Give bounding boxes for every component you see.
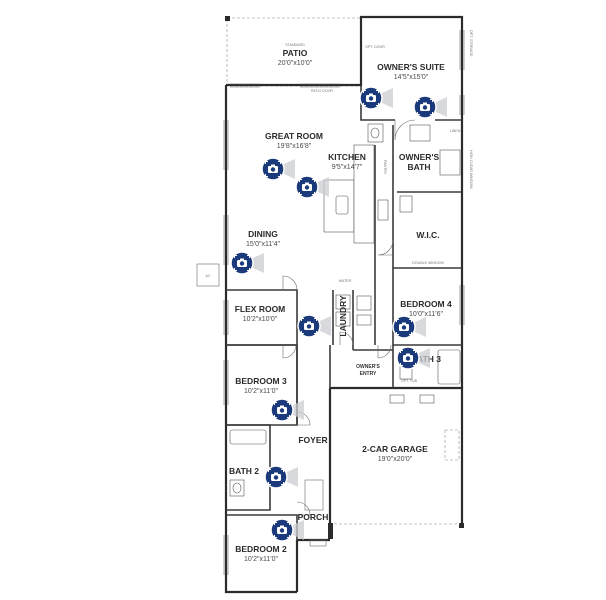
kitchen-dim: 9'5"x14'7" (332, 164, 363, 171)
camera-marker-bath-2[interactable] (264, 465, 298, 489)
camera-glyph-top (305, 182, 309, 185)
opt-door-label: OPT. DOOR (365, 45, 385, 49)
owners-entry-name-1: OWNER'S (356, 364, 380, 370)
double-window-label: DOUBLE WINDOW (412, 261, 444, 265)
garage-dim: 19'0"x20'0" (378, 456, 413, 463)
room-labels: STANDARD PATIO 20'0"x10'0" OWNER'S SUITE… (229, 43, 452, 563)
owners-bath-name-2: BATH (408, 162, 431, 172)
camera-glyph-lens (405, 356, 411, 361)
camera-marker-owners-suite[interactable] (359, 86, 393, 110)
camera-glyph-lens (273, 475, 279, 480)
bedroom-3-name: BEDROOM 3 (235, 376, 287, 386)
owners-bath-name-1: OWNER'S (399, 152, 440, 162)
camera-marker-owners-bath[interactable] (413, 95, 447, 119)
pantry-label: PANTRY (383, 160, 387, 175)
camera-glyph-top (240, 258, 244, 261)
camera-glyph-top (307, 321, 311, 324)
fixtures (196, 123, 461, 497)
camera-glyph-lens (239, 261, 245, 266)
foyer-name: FOYER (298, 435, 327, 445)
camera-glyph-top (274, 472, 278, 475)
camera-marker-great-room[interactable] (261, 157, 295, 181)
camera-glyph-brackets (274, 402, 290, 418)
flex-room-dim: 10'2"x10'0" (243, 316, 278, 323)
camera-marker-bedroom-3[interactable] (270, 398, 304, 422)
camera-glyph-brackets (299, 179, 315, 195)
owners-suite-dim: 14'5"x15'0" (394, 74, 429, 81)
camera-glyph-top (280, 405, 284, 408)
kitchen-name: KITCHEN (328, 152, 366, 162)
opt-tub-label: OPT. TUB (401, 379, 418, 383)
camera-glyph-top (369, 93, 373, 96)
windows (223, 30, 465, 575)
ac-label: AC (206, 274, 211, 278)
camera-glyph-top (402, 322, 406, 325)
camera-glyph-top (406, 353, 410, 356)
camera-glyph-lens (304, 185, 310, 190)
high-clear-window-label: HIGH CLEAR WINDOW (469, 150, 473, 189)
camera-marker-bedroom-2[interactable] (270, 518, 304, 542)
flex-room-name: FLEX ROOM (235, 304, 286, 314)
camera-glyph-top (423, 102, 427, 105)
camera-glyph-brackets (268, 469, 284, 485)
camera-marker-bedroom-4[interactable] (392, 315, 426, 339)
camera-glyph-brackets (396, 319, 412, 335)
camera-glyph-brackets (265, 161, 281, 177)
camera-glyph-brackets (363, 90, 379, 106)
dining-dim: 15'0"x11'4" (246, 241, 280, 248)
bedroom-3-dim: 10'2"x11'0" (244, 388, 278, 395)
owners-entry-name-2: ENTRY (360, 371, 377, 377)
camera-glyph-top (271, 164, 275, 167)
camera-glyph-brackets (301, 318, 317, 334)
water-label: WATER (339, 279, 352, 283)
camera-glyph-brackets (274, 522, 290, 538)
camera-glyph-brackets (417, 99, 433, 115)
camera-marker-dining[interactable] (230, 251, 264, 275)
patio-name: PATIO (283, 48, 308, 58)
camera-glyph-top (280, 525, 284, 528)
linen-label: LINEN (450, 129, 461, 133)
camera-marker-flex-room[interactable] (297, 314, 331, 338)
opt-storage-label: OPT. STORAGE (469, 30, 473, 57)
doors (282, 119, 416, 547)
dining-name: DINING (248, 229, 278, 239)
patio-door-label: PATIO DOOR (311, 89, 333, 93)
great-room-name: GREAT ROOM (265, 131, 323, 141)
bath-2-name: BATH 2 (229, 466, 259, 476)
camera-glyph-lens (401, 325, 407, 330)
camera-markers (230, 86, 447, 542)
annotations: PATIO DOOR AC WATER LINEN PANTRY OPT. DO… (206, 30, 474, 383)
exterior-walls (224, 15, 464, 594)
great-room-dim: 19'8"x16'8" (277, 143, 312, 150)
camera-glyph-lens (270, 167, 276, 172)
wic-name: W.I.C. (416, 230, 439, 240)
patio-note: STANDARD (285, 43, 305, 47)
camera-glyph-lens (306, 324, 312, 329)
camera-glyph-brackets (400, 350, 416, 366)
garage-name: 2-CAR GARAGE (362, 444, 428, 454)
camera-marker-kitchen[interactable] (295, 175, 329, 199)
bedroom-4-name: BEDROOM 4 (400, 299, 452, 309)
camera-marker-bath-3[interactable] (396, 346, 430, 370)
bedroom-4-dim: 10'0"x11'6" (409, 311, 443, 318)
laundry-name: LAUNDRY (338, 295, 348, 337)
camera-glyph-lens (368, 96, 374, 101)
camera-glyph-lens (279, 528, 285, 533)
bedroom-2-dim: 10'2"x11'0" (244, 556, 278, 563)
patio-dim: 20'0"x10'0" (278, 60, 313, 67)
camera-glyph-lens (279, 408, 285, 413)
owners-suite-name: OWNER'S SUITE (377, 62, 445, 72)
camera-glyph-lens (422, 105, 428, 110)
porch-name: PORCH (298, 512, 329, 522)
bedroom-2-name: BEDROOM 2 (235, 544, 287, 554)
camera-glyph-brackets (234, 255, 250, 271)
